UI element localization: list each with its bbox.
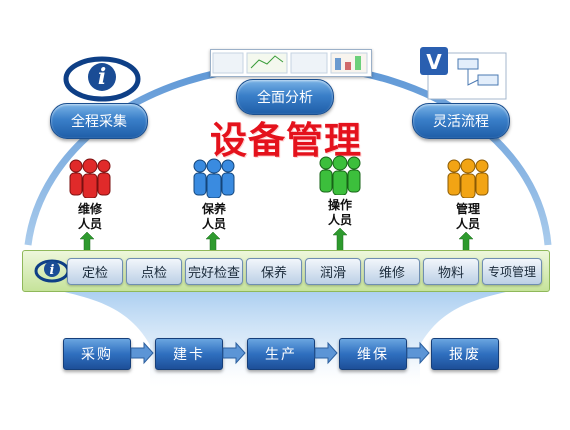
lifecycle-arrows	[130, 341, 430, 365]
process-item-condition-check[interactable]: 完好检查	[185, 258, 243, 285]
up-arrow-icon	[205, 231, 221, 252]
label-upkeep-staff: 保养人员	[201, 202, 226, 231]
right-arrow-icon	[222, 341, 246, 365]
lifecycle-step-production[interactable]: 生产	[247, 338, 315, 370]
upkeep-staff-icon	[193, 158, 235, 198]
right-arrow-icon	[406, 341, 430, 365]
lifecycle-step-maintenance[interactable]: 维保	[339, 338, 407, 370]
management-staff-icon	[447, 158, 489, 198]
label-maintenance-staff: 维修人员	[77, 202, 102, 231]
up-arrow-icon	[332, 227, 348, 252]
right-arrow-icon	[314, 341, 338, 365]
up-arrows	[79, 227, 474, 252]
lifecycle-step-scrapping[interactable]: 报废	[431, 338, 499, 370]
process-item-lubrication[interactable]: 润滑	[305, 258, 361, 285]
flowchart-document-icon: V	[420, 47, 507, 100]
svg-text:i: i	[50, 263, 55, 278]
process-item-spot-check[interactable]: 点检	[126, 258, 182, 285]
bubble-full-analysis: 全面分析	[236, 79, 334, 115]
info-logo-icon: i	[63, 56, 141, 102]
operator-staff-icon	[319, 155, 361, 195]
process-item-special-management[interactable]: 专项管理	[482, 258, 542, 285]
right-arrow-icon	[130, 341, 154, 365]
svg-text:i: i	[98, 64, 106, 90]
up-arrow-icon	[458, 231, 474, 252]
bar-info-logo-icon: i	[34, 259, 70, 283]
bubble-flexible-process: 灵活流程	[412, 103, 510, 139]
process-item-periodic-inspection[interactable]: 定检	[67, 258, 123, 285]
lifecycle-step-card-creation[interactable]: 建卡	[155, 338, 223, 370]
lifecycle-step-procurement[interactable]: 采购	[63, 338, 131, 370]
up-arrow-icon	[79, 231, 95, 252]
bubble-full-collection: 全程采集	[50, 103, 148, 139]
svg-text:V: V	[426, 50, 442, 74]
process-item-repair[interactable]: 维修	[364, 258, 420, 285]
process-item-materials[interactable]: 物料	[423, 258, 479, 285]
label-operator-staff: 操作人员	[327, 198, 352, 227]
analysis-screenshot-thumbnail	[210, 49, 372, 77]
label-management-staff: 管理人员	[455, 202, 480, 231]
diagram-title: 设备管理	[210, 119, 362, 162]
process-item-upkeep[interactable]: 保养	[246, 258, 302, 285]
maintenance-staff-icon	[69, 158, 111, 198]
